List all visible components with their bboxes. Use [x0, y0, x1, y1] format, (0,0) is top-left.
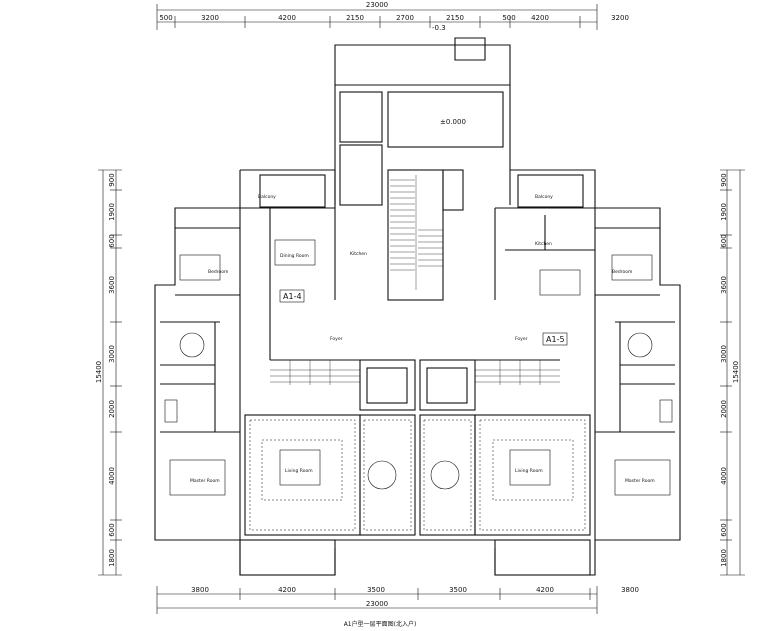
overall-dim-top: 23000 — [366, 1, 388, 9]
right-dimension-lines — [720, 169, 745, 576]
svg-text:Bedroom: Bedroom — [612, 269, 632, 275]
svg-text:Living Room: Living Room — [515, 468, 543, 474]
svg-text:Foyer: Foyer — [330, 336, 343, 342]
svg-text:3500: 3500 — [367, 586, 385, 594]
left-dimension-lines — [98, 169, 122, 576]
bathtub-right — [627, 332, 653, 358]
svg-text:2150: 2150 — [446, 14, 464, 22]
svg-text:600: 600 — [720, 523, 728, 536]
building-walls — [154, 37, 681, 576]
svg-text:900: 900 — [108, 173, 116, 186]
svg-text:1900: 1900 — [108, 203, 116, 221]
svg-text:600: 600 — [108, 234, 116, 247]
svg-text:4200: 4200 — [531, 14, 549, 22]
sofa-right — [509, 449, 551, 486]
bed-right — [611, 254, 653, 281]
top-dimension-lines — [156, 4, 598, 30]
svg-text:Kitchen: Kitchen — [350, 251, 367, 257]
svg-text:Balcony: Balcony — [258, 194, 276, 200]
bed-left — [179, 254, 221, 281]
master-bed-right — [614, 459, 671, 496]
overall-dim-right: 15400 — [732, 361, 740, 383]
unit-tag-left-box — [279, 289, 305, 303]
svg-text:3200: 3200 — [611, 14, 629, 22]
svg-text:3000: 3000 — [720, 345, 728, 363]
svg-text:4200: 4200 — [278, 586, 296, 594]
svg-text:Master Room: Master Room — [190, 478, 220, 484]
bathtub-small-left — [164, 399, 178, 423]
bottom-dimension-lines — [156, 586, 598, 614]
svg-text:600: 600 — [720, 234, 728, 247]
svg-text:4000: 4000 — [108, 467, 116, 485]
round-table-left — [367, 460, 397, 490]
level-top: -0.3 — [432, 24, 446, 32]
svg-text:Master Room: Master Room — [625, 478, 655, 484]
svg-text:Living Room: Living Room — [285, 468, 313, 474]
svg-text:4200: 4200 — [536, 586, 554, 594]
svg-text:3800: 3800 — [621, 586, 639, 594]
overall-dim-left: 15400 — [95, 361, 103, 383]
svg-text:Dining Room: Dining Room — [280, 253, 309, 259]
svg-text:2000: 2000 — [720, 400, 728, 418]
drawing-title: A1户型一层平面图(北入户) — [344, 620, 417, 628]
furniture — [164, 239, 673, 496]
svg-text:2150: 2150 — [346, 14, 364, 22]
room-labels-left: Balcony Dining Room Kitchen Bedroom Foye… — [190, 194, 367, 484]
dining-table-left — [274, 239, 316, 266]
living-room-outlines — [249, 419, 586, 531]
level-lobby: ±0.000 — [440, 118, 466, 126]
round-table-right — [430, 460, 460, 490]
svg-text:3800: 3800 — [191, 586, 209, 594]
svg-text:Kitchen: Kitchen — [535, 241, 552, 247]
svg-text:500: 500 — [502, 14, 515, 22]
svg-text:3600: 3600 — [108, 276, 116, 294]
svg-text:Balcony: Balcony — [535, 194, 553, 200]
svg-text:3600: 3600 — [720, 276, 728, 294]
svg-text:1800: 1800 — [108, 549, 116, 567]
unit-tag-right-box — [542, 332, 568, 346]
dining-table-right — [539, 269, 581, 296]
bathtub-left — [179, 332, 205, 358]
plan-labels: -0.3 ±0.000 A1-4 A1-5 A1户型一层平面图(北入户) — [279, 24, 568, 628]
dimension-texts: 23000 500 3200 4200 2150 2700 2150 4200 … — [95, 1, 740, 608]
svg-text:3200: 3200 — [201, 14, 219, 22]
svg-text:Bedroom: Bedroom — [208, 269, 228, 275]
svg-text:1900: 1900 — [720, 203, 728, 221]
svg-text:900: 900 — [720, 173, 728, 186]
svg-text:4000: 4000 — [720, 467, 728, 485]
bathtub-small-right — [659, 399, 673, 423]
overall-dim-bottom: 23000 — [366, 600, 388, 608]
sofa-left — [279, 449, 321, 486]
stair-treads — [270, 175, 560, 385]
unit-tag-right: A1-5 — [546, 335, 565, 344]
svg-text:1800: 1800 — [720, 549, 728, 567]
svg-text:2700: 2700 — [396, 14, 414, 22]
unit-tag-left: A1-4 — [283, 292, 302, 301]
svg-text:600: 600 — [108, 523, 116, 536]
svg-text:500: 500 — [159, 14, 172, 22]
svg-text:Foyer: Foyer — [515, 336, 528, 342]
svg-text:4200: 4200 — [278, 14, 296, 22]
master-bed-left — [169, 459, 226, 496]
svg-text:3000: 3000 — [108, 345, 116, 363]
svg-text:2000: 2000 — [108, 400, 116, 418]
svg-text:3500: 3500 — [449, 586, 467, 594]
room-labels-right: Balcony Kitchen Foyer Bedroom Living Roo… — [515, 194, 655, 484]
